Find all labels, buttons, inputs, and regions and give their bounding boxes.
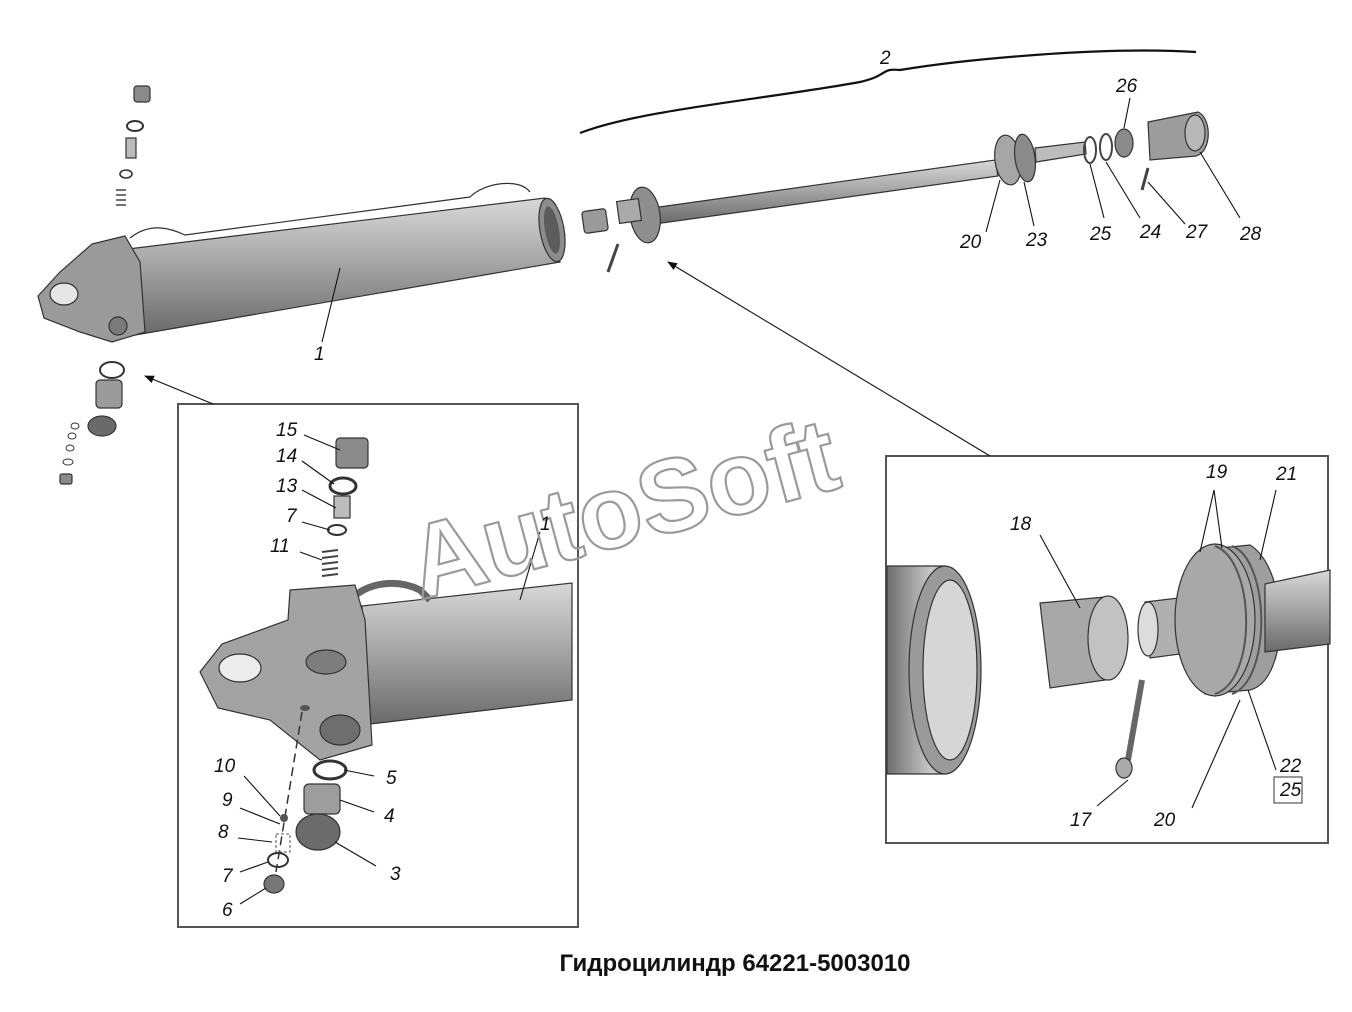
label-14: 14 [276, 446, 297, 467]
label-21: 21 [1275, 464, 1297, 485]
leader-lines [237, 97, 1277, 905]
assembly-2-brace [579, 49, 1197, 135]
label-1-inset: 1 [540, 514, 551, 535]
label-3: 3 [390, 864, 401, 885]
label-10: 10 [214, 756, 236, 777]
label-17: 17 [1070, 810, 1093, 831]
label-4: 4 [384, 806, 395, 827]
piston-rod-assembly [581, 111, 1209, 273]
inset-piston-detail [886, 543, 1331, 779]
label-25-box [1273, 776, 1303, 804]
label-1-main: 1 [314, 344, 325, 365]
label-15: 15 [276, 420, 298, 441]
label-9: 9 [222, 790, 233, 811]
label-2: 2 [879, 48, 891, 69]
label-20-inset: 20 [1153, 810, 1176, 831]
label-22: 22 [1279, 756, 1302, 777]
label-8: 8 [218, 822, 229, 843]
label-23: 23 [1025, 230, 1048, 251]
label-20: 20 [959, 232, 982, 253]
label-11: 11 [270, 536, 290, 557]
label-7-top: 7 [286, 506, 298, 527]
label-5: 5 [386, 768, 397, 789]
page-title: Гидроцилиндр 64221-5003010 [559, 950, 911, 977]
label-25-inset: 25 [1279, 780, 1302, 801]
inset-frame-head [177, 403, 579, 928]
label-28: 28 [1239, 224, 1262, 245]
part-labels: 1 2 1 15 14 13 7 11 5 4 3 10 9 8 7 6 18 … [214, 48, 1302, 921]
label-25: 25 [1089, 224, 1112, 245]
label-19: 19 [1206, 462, 1228, 483]
label-18: 18 [1010, 514, 1032, 535]
label-27: 27 [1185, 222, 1209, 243]
valve-stack-bottom [59, 361, 125, 485]
label-26: 26 [1115, 76, 1138, 97]
label-6: 6 [222, 900, 233, 921]
cylinder-body-main [37, 182, 566, 343]
arrow-to-head [144, 375, 214, 405]
label-7-bottom: 7 [222, 866, 234, 887]
valve-stack-top [116, 85, 151, 206]
arrow-to-piston [667, 261, 991, 457]
inset-frame-piston [885, 455, 1329, 844]
inset-head-detail [199, 437, 573, 894]
label-24: 24 [1139, 222, 1161, 243]
label-13: 13 [276, 476, 298, 497]
watermark: AutoSoft [396, 397, 850, 623]
